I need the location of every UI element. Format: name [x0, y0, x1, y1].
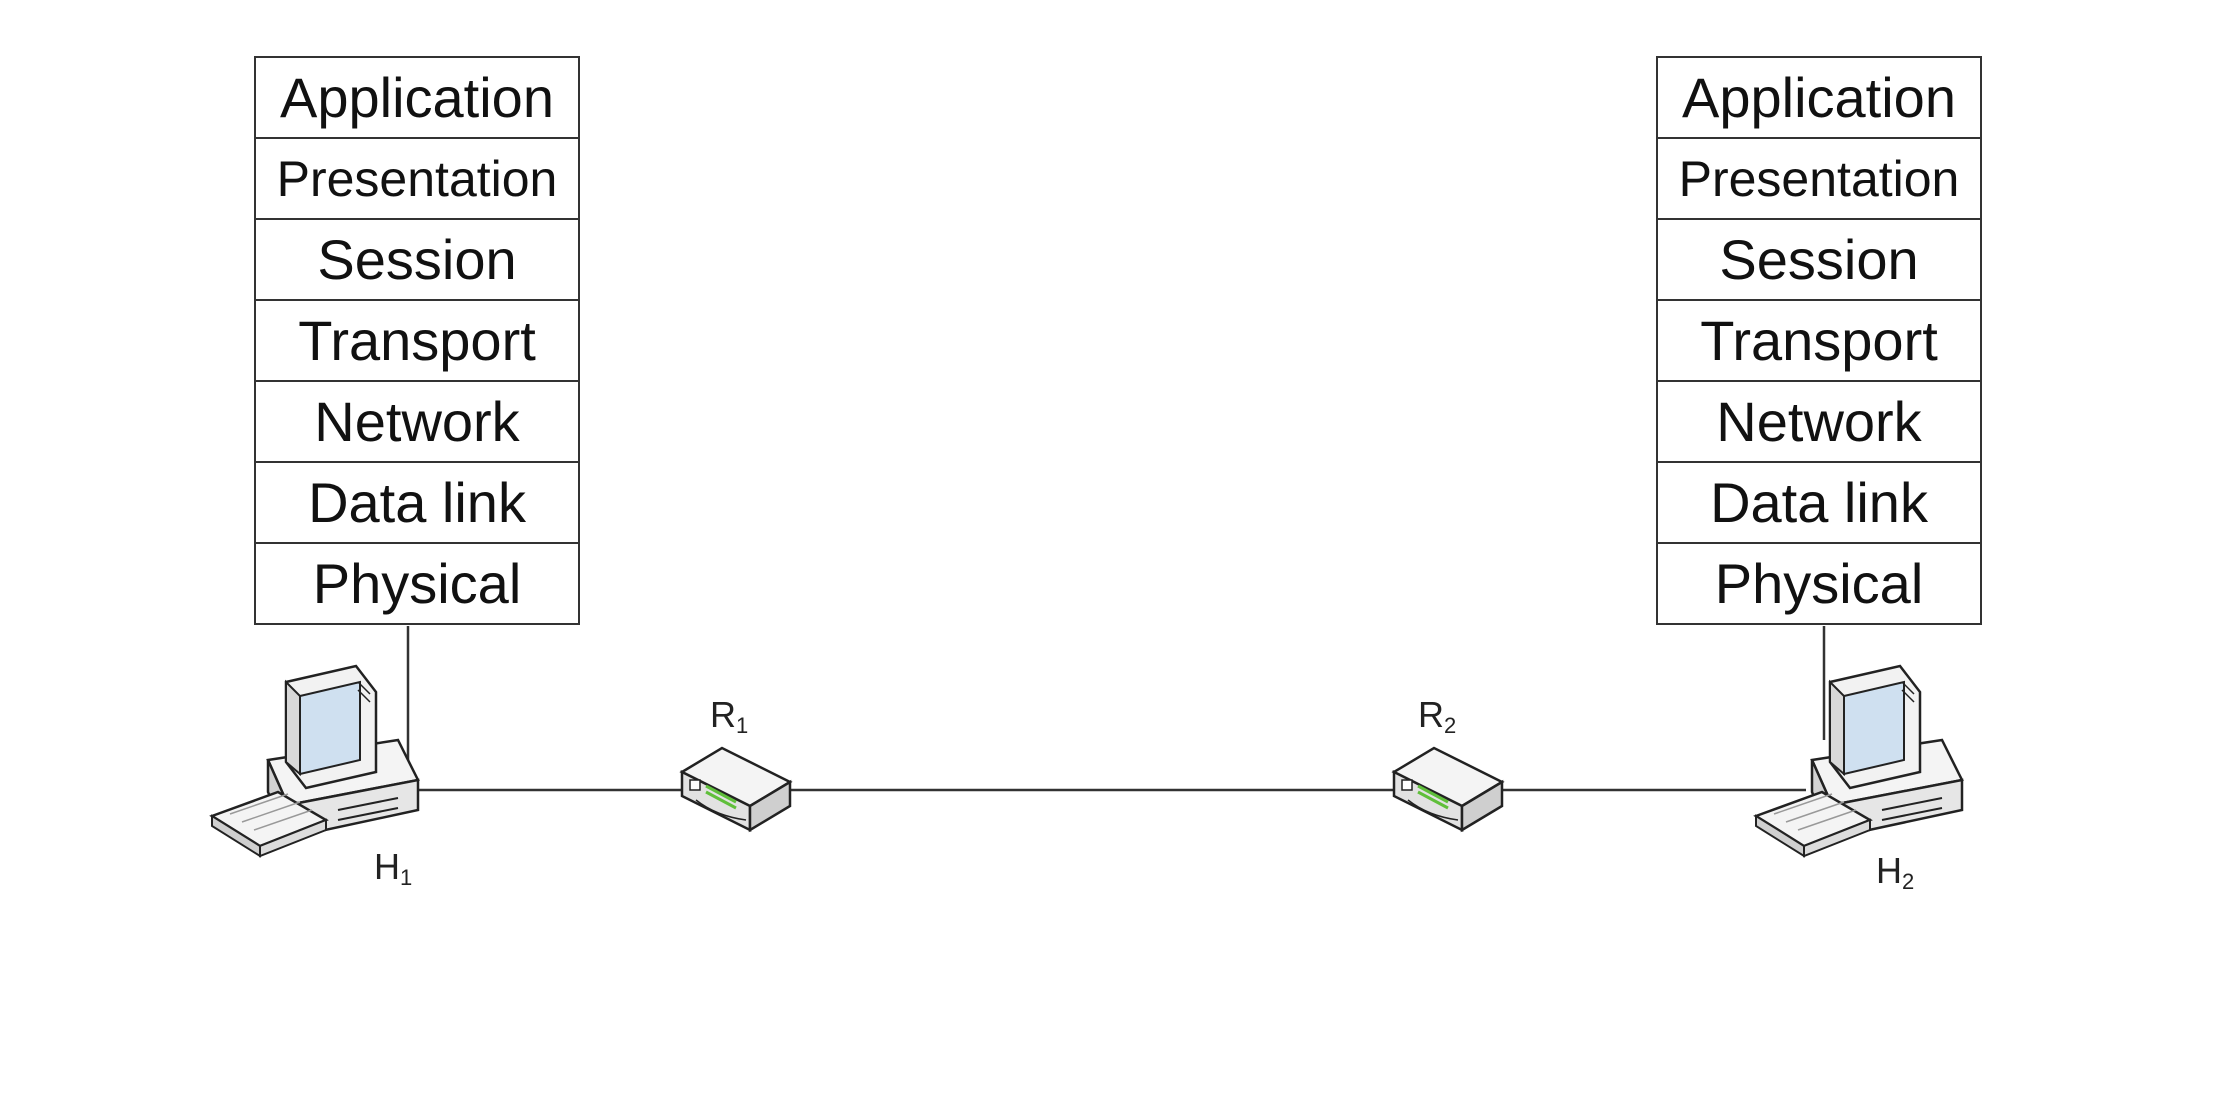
h1-layer-data-link: Data link [256, 463, 578, 544]
r1-label-subscript: 1 [736, 713, 749, 738]
h2-layer-physical: Physical [1714, 552, 1924, 615]
h1-label-subscript: 1 [400, 865, 413, 890]
r2-label-subscript: 2 [1444, 713, 1457, 738]
h2-label-subscript: 2 [1902, 869, 1915, 894]
h2-label-letter: H [1876, 850, 1902, 891]
r1-label: R1 [710, 694, 748, 739]
h2-layer-data-link: Data link [1658, 463, 1980, 544]
r2-router-icon [1391, 746, 1505, 833]
h1-protocol-stack: Application Presentation Session Transpo… [254, 56, 580, 625]
h2-protocol-stack: Application Presentation Session Transpo… [1656, 56, 1982, 625]
h2-layer-transport: Transport [1658, 301, 1980, 382]
h2-layer-network: Network [1658, 382, 1980, 463]
h1-layer-application: Application [256, 58, 578, 139]
h1-desktop-computer-icon [209, 664, 420, 858]
h1-layer-presentation: Presentation [256, 139, 578, 220]
r1-router-icon [679, 746, 793, 833]
h1-layer-physical: Physical [312, 552, 522, 615]
h2-layer-presentation: Presentation [1658, 139, 1980, 220]
h1-layer-transport: Transport [256, 301, 578, 382]
h1-layer-session: Session [256, 220, 578, 301]
h1-layer-network: Network [256, 382, 578, 463]
r2-label: R2 [1418, 694, 1456, 739]
h2-layer-application: Application [1658, 58, 1980, 139]
h2-label: H2 [1876, 850, 1914, 895]
h2-desktop-computer-icon [1753, 664, 1964, 858]
h1-label: H1 [374, 846, 412, 891]
h2-layer-session: Session [1658, 220, 1980, 301]
r2-label-letter: R [1418, 694, 1444, 735]
h1-label-letter: H [374, 846, 400, 887]
r1-label-letter: R [710, 694, 736, 735]
